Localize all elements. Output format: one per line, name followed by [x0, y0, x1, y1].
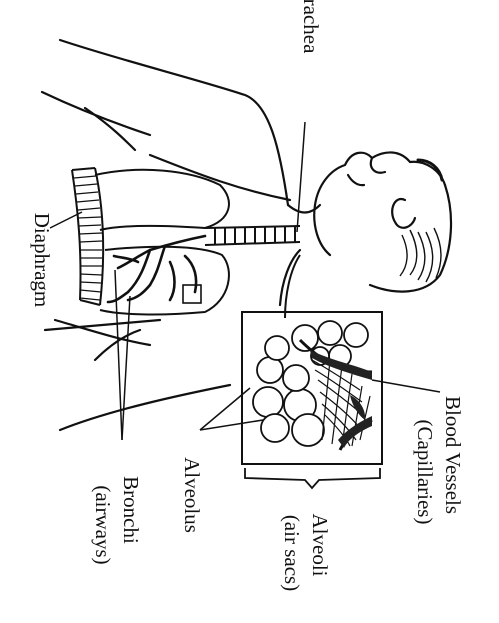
label-alveoli-sub: (air sacs)	[280, 515, 304, 591]
upper-arm-line-2	[85, 108, 135, 150]
label-alveoli: Alveoli	[308, 514, 332, 577]
body-bottom-line	[60, 385, 230, 430]
bronchi-pointer-1	[115, 270, 122, 440]
alveoli-brace	[245, 468, 380, 488]
alveoli-inset	[242, 312, 382, 464]
lung-upper	[95, 170, 229, 230]
bronchiole-to-inset-line	[285, 255, 300, 318]
ear	[392, 199, 415, 228]
diaphragm-hatching	[74, 176, 102, 300]
label-trachea: Trachea	[299, 0, 323, 54]
mouth	[348, 175, 364, 185]
label-blood-vessels: Blood Vessels	[441, 396, 465, 514]
label-alveolus: Alveolus	[180, 457, 204, 533]
hair-icon	[400, 228, 441, 282]
label-blood-vessels-sub: (Capillaries)	[413, 420, 437, 525]
chest-line	[150, 155, 290, 200]
zoom-box	[183, 285, 201, 303]
nose	[371, 158, 385, 173]
chin-jaw	[314, 205, 330, 255]
label-diaphragm: Diaphragm	[30, 213, 54, 307]
upper-arm-line-1	[42, 92, 150, 135]
bronchi-pointer-2	[122, 296, 130, 440]
shoulder-line	[60, 40, 288, 205]
trachea-pointer	[297, 122, 305, 232]
label-bronchi-sub: (airways)	[91, 485, 115, 564]
diaphragm-muscle	[72, 168, 103, 305]
label-bronchi: Bronchi	[119, 476, 143, 544]
